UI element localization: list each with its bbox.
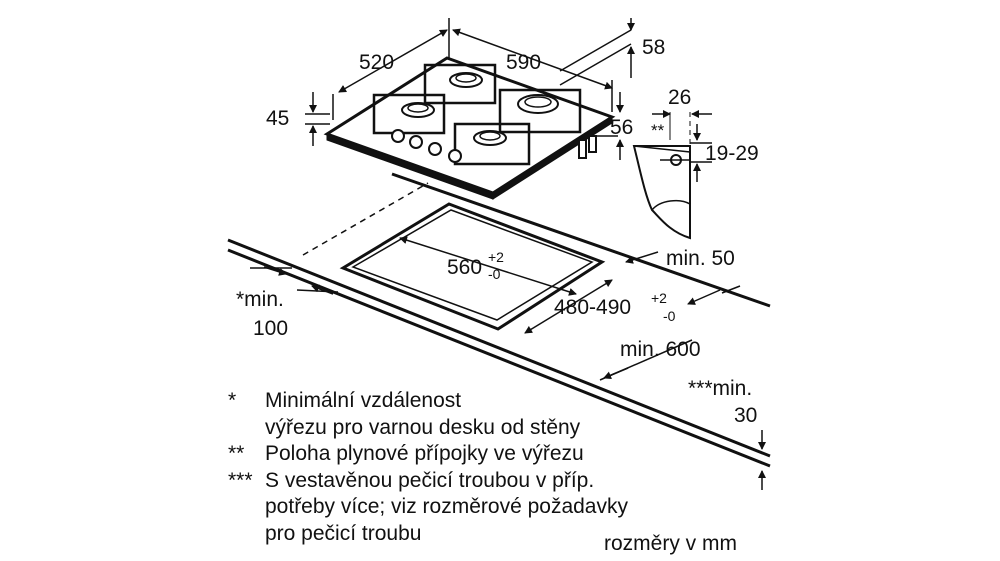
legend-line: Poloha plynové přípojky ve výřezu (265, 442, 584, 465)
legend-line: výřezu pro varnou desku od stěny (265, 415, 581, 439)
hob-foot (578, 135, 597, 159)
dim-58-label: 58 (642, 36, 665, 59)
legend-mark: ** (228, 442, 245, 465)
dimension-lines (250, 18, 766, 490)
legend-item: *** S vestavěnou pečicí troubou v příp. … (228, 468, 788, 548)
units-note: rozměry v mm (604, 532, 737, 555)
dim-min-600-label: min. 600 (620, 338, 701, 361)
dim-56-label: 56 (610, 116, 633, 139)
dim-590-label: 590 (506, 51, 541, 74)
countertop-cutout (339, 202, 606, 331)
burner (498, 88, 582, 134)
dim-min-100-value: 100 (253, 317, 288, 340)
control-knob (391, 129, 462, 163)
dim-26-label: 26 (668, 86, 691, 109)
legend-mark: *** (228, 468, 253, 492)
dim-min-100-label: *min. (236, 288, 284, 311)
dim-480-490-tol-minus: -0 (663, 308, 676, 324)
dim-520-label: 520 (359, 51, 394, 74)
legend-mark: * (228, 389, 237, 412)
dim-480-490-label: 480-490 (554, 296, 631, 319)
burner (372, 93, 446, 135)
legend-item: ** Poloha plynové přípojky ve výřezu (228, 441, 788, 468)
gas-connection-marker: ** (651, 121, 665, 140)
legend: * Minimální vzdálenost výřezu pro varnou… (228, 388, 788, 547)
dim-min-30-value: 30 (734, 404, 757, 427)
legend-line: pro pečicí troubu (265, 521, 422, 545)
dim-min-50-label: min. 50 (666, 247, 735, 270)
legend-line: potřeby více; viz rozměrové požadavky (265, 495, 628, 518)
dim-min-30-label: ***min. (688, 377, 752, 400)
dim-45-label: 45 (266, 107, 289, 130)
dim-560-label: 560 (447, 256, 482, 279)
dim-560-tol-minus: -0 (488, 266, 501, 282)
burner (453, 122, 531, 166)
legend-item: * Minimální vzdálenost výřezu pro varnou… (228, 388, 788, 441)
legend-line: S vestavěnou pečicí troubou v příp. (265, 468, 595, 492)
dim-19-29-label: 19-29 (705, 142, 759, 165)
dim-480-490-tol-plus: +2 (651, 290, 667, 306)
legend-line: Minimální vzdálenost (265, 389, 462, 412)
dim-560-tol-plus: +2 (488, 249, 504, 265)
